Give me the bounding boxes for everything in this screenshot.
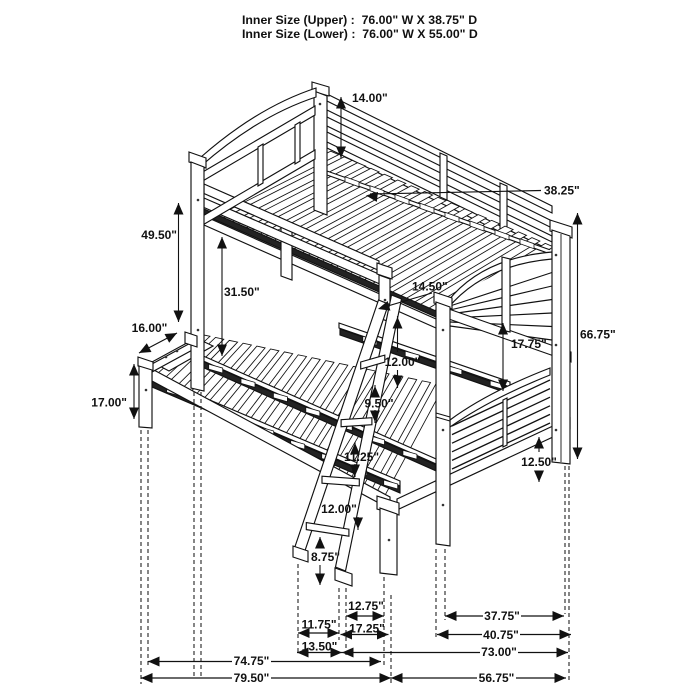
svg-text:13.50": 13.50": [302, 640, 338, 654]
svg-text:11.75": 11.75": [301, 618, 336, 632]
svg-text:17.25": 17.25": [349, 622, 385, 636]
svg-text:11.25": 11.25": [344, 450, 379, 464]
svg-text:49.50": 49.50": [141, 228, 177, 242]
svg-text:9.50": 9.50": [364, 397, 393, 411]
svg-text:73.00": 73.00": [481, 645, 517, 659]
svg-text:79.50": 79.50": [234, 671, 270, 685]
svg-text:66.75": 66.75": [580, 328, 616, 342]
svg-text:74.75": 74.75": [234, 654, 270, 668]
svg-text:37.75": 37.75": [484, 609, 520, 623]
svg-text:12.75": 12.75": [348, 599, 384, 613]
svg-text:38.25": 38.25": [544, 184, 580, 198]
svg-text:12.00": 12.00": [385, 355, 421, 369]
svg-text:12.00": 12.00": [321, 502, 357, 516]
svg-text:14.50": 14.50": [412, 280, 448, 294]
svg-text:Inner Size (Lower) : 76.00" W: Inner Size (Lower) : 76.00" W X 55.00" D: [242, 27, 478, 41]
svg-text:40.75": 40.75": [483, 628, 519, 642]
svg-text:17.00": 17.00": [91, 396, 127, 410]
svg-text:16.00": 16.00": [132, 321, 168, 335]
svg-text:17.75": 17.75": [511, 337, 547, 351]
svg-text:31.50": 31.50": [224, 285, 260, 299]
svg-text:8.75": 8.75": [311, 550, 340, 564]
svg-text:Inner Size (Upper) : 76.00" W: Inner Size (Upper) : 76.00" W X 38.75" D: [242, 13, 477, 27]
svg-text:56.75": 56.75": [479, 671, 515, 685]
svg-text:12.50": 12.50": [521, 455, 557, 469]
svg-text:14.00": 14.00": [352, 91, 388, 105]
